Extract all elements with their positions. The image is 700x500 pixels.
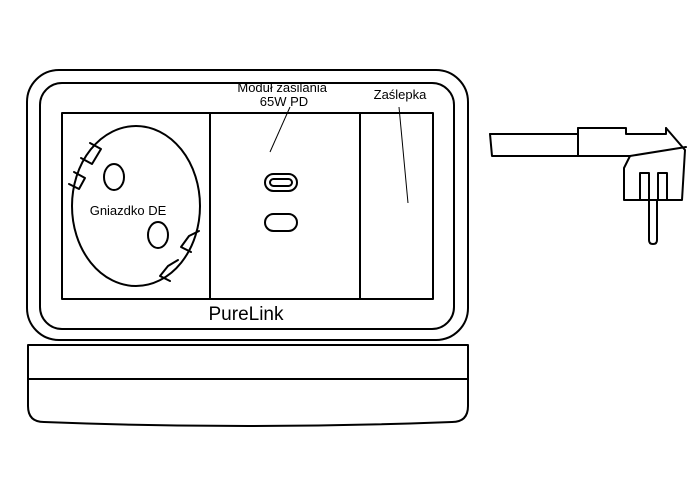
- plug-grip-right: [657, 172, 668, 201]
- blank-leader: [398, 106, 409, 204]
- power-module-label-line1: Moduł zasilania: [237, 80, 327, 95]
- module-panel: [61, 112, 434, 300]
- plug-strain-relief: [577, 127, 667, 135]
- blank-label: Zaślepka: [374, 87, 428, 102]
- schuko-socket: [68, 125, 201, 287]
- power-module-label: Moduł zasilania 65W PD: [237, 80, 330, 109]
- device-outer-frame: [26, 69, 469, 341]
- socket-earth-clip-bottom: [159, 259, 179, 282]
- socket-earth-clip-top: [80, 142, 102, 165]
- socket-earth-clip-left: [68, 171, 86, 190]
- usb-c-ports: [264, 173, 298, 232]
- power-module-label-line2: 65W PD: [260, 94, 308, 109]
- plug-pin: [648, 199, 658, 245]
- socket-pin-hole-top: [103, 163, 125, 191]
- socket-face: [71, 125, 201, 287]
- power-module-leader: [269, 106, 291, 153]
- socket-label: Gniazdko DE: [90, 203, 167, 218]
- device-base: [27, 344, 469, 427]
- usb-c-port-bottom: [264, 213, 298, 232]
- device-inner-frame: [39, 82, 455, 330]
- plug-head: [577, 127, 686, 201]
- power-plug: [489, 127, 687, 245]
- usb-c-port-top-inner: [269, 178, 293, 187]
- plug-grip-left: [639, 172, 650, 201]
- plug-head-fold: [629, 146, 687, 157]
- plug-cable-lower: [489, 133, 579, 157]
- usb-c-port-top: [264, 173, 298, 192]
- socket-earth-clip-right: [180, 230, 200, 253]
- brand-label: PureLink: [209, 304, 284, 325]
- socket-pin-hole-bottom: [147, 221, 169, 249]
